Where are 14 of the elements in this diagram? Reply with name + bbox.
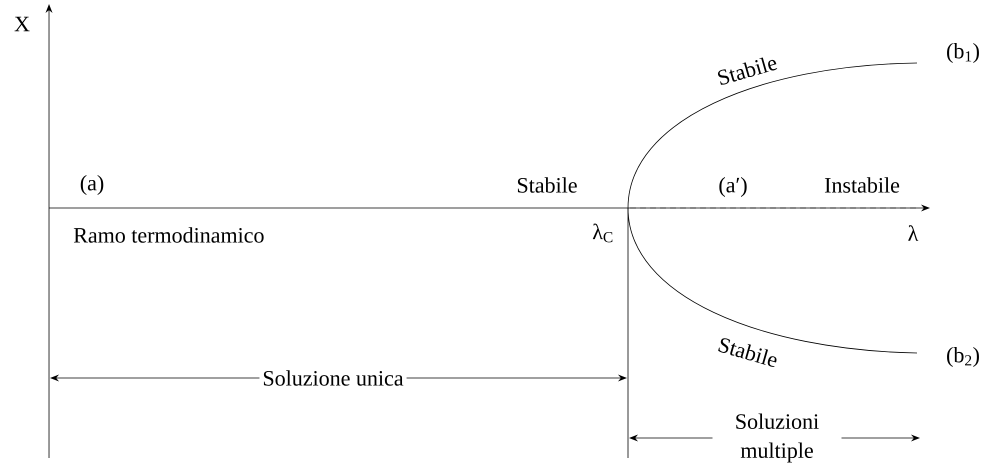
branch-label: Ramo termodinamico — [74, 227, 264, 243]
branch-label: Instabile — [824, 177, 900, 193]
branch-label: (a) — [80, 175, 104, 195]
branch-label: (b$_{1}$) — [947, 43, 979, 63]
branch-label: (a′) — [719, 177, 747, 197]
axis-label: X — [14, 16, 30, 32]
branch-label: Stabile — [518, 177, 577, 193]
branch-label: Stabile — [718, 57, 778, 85]
branch-label: Stabile — [718, 338, 777, 367]
axis-label: λ — [908, 225, 918, 241]
tick-label: λ$_{C}$ — [592, 224, 612, 242]
dimension-label: Soluzioni multiple — [712, 414, 842, 462]
branch-label: (b$_{2}$) — [947, 347, 979, 367]
dimension-label: Soluzione unica — [259, 369, 407, 387]
